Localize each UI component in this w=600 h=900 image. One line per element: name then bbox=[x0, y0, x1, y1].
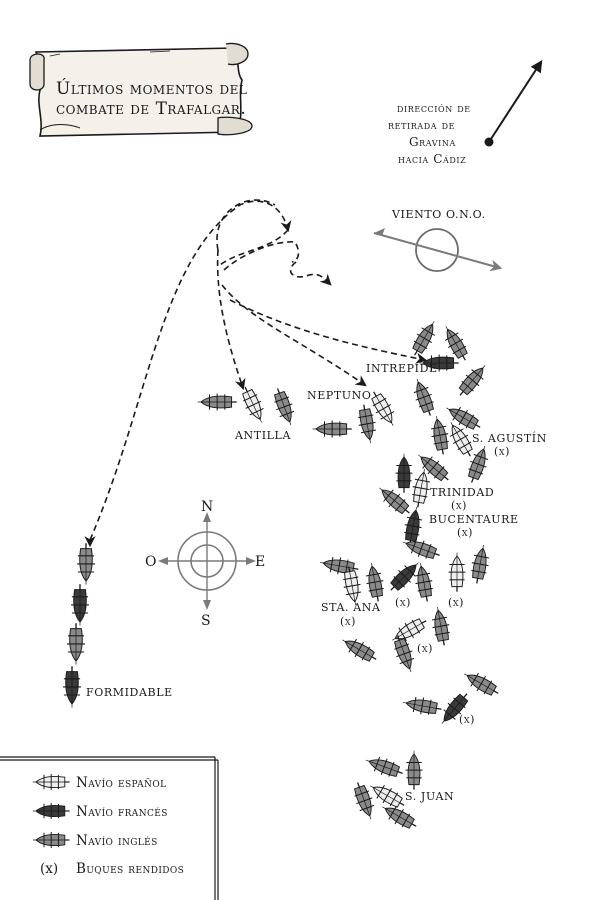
ship-icon bbox=[452, 359, 493, 402]
retreat-origin-dot bbox=[484, 137, 494, 147]
ship-icon bbox=[311, 419, 353, 439]
path-upper bbox=[216, 199, 276, 251]
spanish-ship-icon bbox=[32, 773, 71, 791]
label-s-agustin: S. AGUSTÍN bbox=[472, 431, 547, 445]
ship-icon bbox=[406, 316, 443, 361]
retreat-line-1: dirección de bbox=[397, 101, 471, 115]
ship-icon bbox=[354, 402, 380, 446]
label-trinidad: TRINIDAD bbox=[430, 486, 494, 499]
ship-icon bbox=[362, 751, 407, 783]
legend: Navío español Navío francés Navío inglés… bbox=[0, 756, 219, 900]
ship-icon bbox=[365, 777, 410, 814]
mark-surrendered: (x) bbox=[448, 596, 464, 609]
mark-s-agustin: (x) bbox=[494, 445, 510, 458]
ship-icon bbox=[196, 392, 238, 412]
path-intrepide bbox=[229, 299, 428, 364]
compass-o: O bbox=[145, 554, 156, 570]
path-loop bbox=[219, 229, 289, 266]
ship-icon bbox=[62, 665, 82, 709]
title-line-2: combate de Trafalgar. bbox=[56, 99, 246, 119]
legend-spanish: Navío español bbox=[76, 775, 166, 791]
label-neptuno: NEPTUNO bbox=[307, 389, 372, 402]
compass-e: E bbox=[255, 554, 265, 570]
ship-icon bbox=[427, 413, 453, 457]
retreat-line-3: Gravina bbox=[409, 135, 456, 149]
ship-icon bbox=[400, 504, 426, 548]
ship-icon bbox=[447, 551, 467, 593]
ship-icon bbox=[459, 665, 504, 702]
label-s-juan: S. JUAN bbox=[405, 790, 454, 803]
legend-english: Navío inglés bbox=[76, 833, 158, 849]
english-ship-icon bbox=[32, 831, 71, 849]
mark-bucentaure: (x) bbox=[457, 526, 473, 539]
ship-icon bbox=[428, 604, 454, 648]
maneuver-paths bbox=[84, 199, 428, 548]
ship-icon bbox=[404, 749, 424, 791]
mark-trinidad: (x) bbox=[451, 499, 467, 512]
legend-surrendered-symbol: (x) bbox=[40, 861, 58, 877]
french-ship-icon bbox=[32, 802, 71, 820]
ships bbox=[62, 316, 504, 835]
ship-icon bbox=[66, 622, 86, 666]
ship-icon bbox=[400, 693, 444, 719]
legend-french: Navío francés bbox=[76, 804, 168, 820]
compass-n: N bbox=[201, 499, 213, 515]
wind-circle bbox=[415, 228, 459, 272]
wind-label: VIENTO O.N.O. bbox=[391, 208, 486, 221]
ship-icon bbox=[467, 542, 493, 586]
wind-arrow-icon bbox=[373, 232, 503, 272]
ship-icon bbox=[362, 560, 388, 604]
title-scroll: Últimos momentos del combate de Trafalga… bbox=[29, 42, 253, 137]
mark-surrendered: (x) bbox=[459, 713, 475, 726]
mark-surrendered: (x) bbox=[395, 596, 411, 609]
path-formidable bbox=[89, 200, 292, 541]
path-short bbox=[289, 261, 332, 286]
ship-icon bbox=[337, 631, 382, 668]
mark-surrendered: (x) bbox=[417, 642, 433, 655]
ship-icon bbox=[441, 399, 486, 436]
label-antilla: ANTILLA bbox=[234, 429, 291, 442]
compass-rose: N S E O bbox=[145, 499, 265, 629]
wind-indicator: VIENTO O.N.O. bbox=[373, 208, 503, 272]
ship-labels: INTREPIDE NEPTUNO ANTILLA S. AGUSTÍN (x)… bbox=[86, 362, 547, 803]
retreat-line-2: retirada de bbox=[388, 118, 455, 132]
retreat-line-4: hacia Cádiz bbox=[398, 152, 466, 166]
compass-north-arrow-icon bbox=[203, 512, 211, 522]
title-line-1: Últimos momentos del bbox=[56, 78, 247, 99]
ship-icon bbox=[394, 452, 414, 494]
path-mid bbox=[223, 241, 300, 271]
ship-icon bbox=[268, 384, 300, 429]
label-sta-ana: STA. ANA bbox=[321, 601, 381, 614]
ship-icon bbox=[408, 375, 440, 420]
ship-icon bbox=[236, 382, 270, 427]
legend-surrendered: Buques rendidos bbox=[76, 861, 184, 877]
label-formidable: FORMIDABLE bbox=[86, 686, 173, 699]
ship-icon bbox=[70, 583, 90, 627]
path-neptuno bbox=[221, 284, 367, 387]
label-intrepide: INTREPIDE bbox=[366, 362, 438, 375]
compass-s: S bbox=[201, 613, 211, 629]
retreat-direction: dirección de retirada de Gravina hacia C… bbox=[388, 59, 543, 166]
ship-icon bbox=[348, 778, 380, 823]
path-antilla bbox=[216, 249, 246, 391]
label-bucentaure: BUCENTAURE bbox=[429, 513, 519, 526]
ship-icon bbox=[76, 542, 96, 586]
mark-sta-ana: (x) bbox=[340, 615, 356, 628]
